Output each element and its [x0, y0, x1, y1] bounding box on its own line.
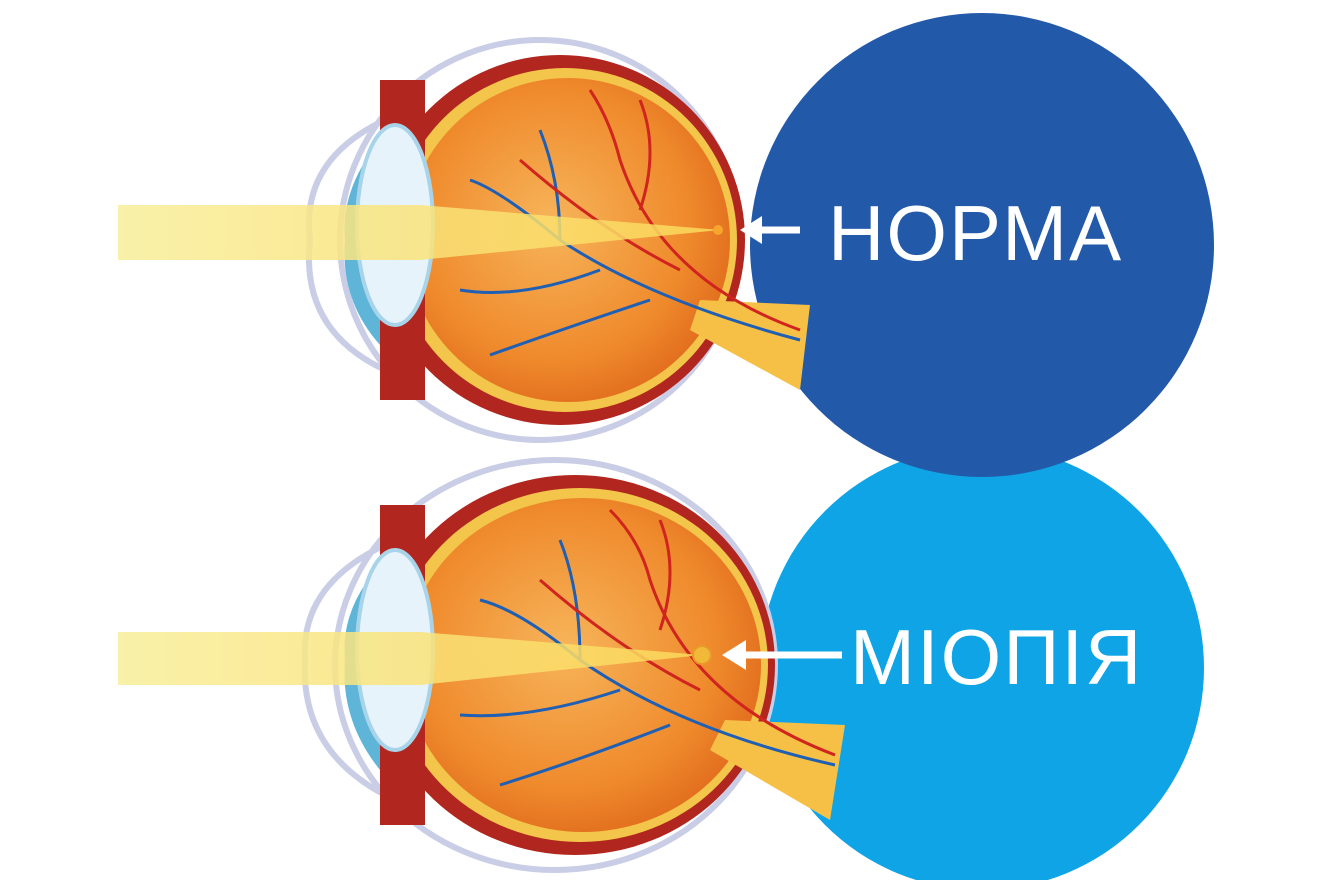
arrow-myopia	[722, 640, 842, 670]
myopia-label: МІОПІЯ	[850, 613, 1144, 701]
light-beam	[118, 632, 702, 685]
normal-circle	[760, 446, 1204, 880]
normal-eye	[118, 37, 810, 443]
normal-circle-top	[750, 13, 1214, 477]
arrow-normal	[740, 216, 800, 244]
myopia-eye	[118, 457, 845, 873]
light-beam	[118, 205, 720, 260]
normal-label: НОРМА	[828, 189, 1124, 277]
